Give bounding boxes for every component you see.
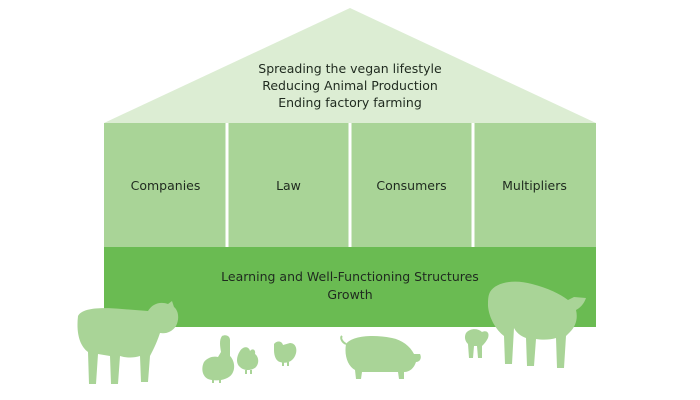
roof-goal-line: Ending factory farming — [278, 95, 422, 110]
roof-goal-line: Reducing Animal Production — [262, 78, 438, 93]
pillar-label-law: Law — [276, 178, 301, 193]
chicken-icon — [237, 347, 259, 374]
pig-icon — [340, 335, 421, 379]
pillar-label-multipliers: Multipliers — [502, 178, 567, 193]
goose-icon — [202, 335, 235, 383]
pillar-label-companies: Companies — [130, 178, 201, 193]
pillar-label-consumers: Consumers — [376, 178, 447, 193]
bull-icon — [488, 281, 586, 368]
hen-icon — [274, 341, 297, 366]
foundation-line: Growth — [327, 287, 373, 302]
cow-icon — [77, 301, 179, 384]
roof-goal-line: Spreading the vegan lifestyle — [258, 61, 442, 76]
roof — [104, 8, 596, 123]
foundation-line: Learning and Well-Functioning Structures — [221, 269, 479, 284]
foundation-label: Learning and Well-Functioning Structures… — [104, 268, 596, 304]
roof-goals: Spreading the vegan lifestyle Reducing A… — [150, 60, 550, 111]
calf-icon — [464, 329, 489, 358]
